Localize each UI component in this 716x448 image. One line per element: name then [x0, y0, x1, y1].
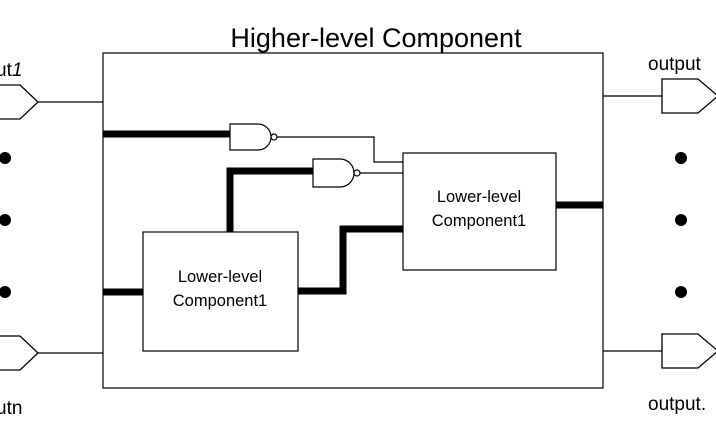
component-1-label-line2: Component1 [173, 292, 267, 310]
nand-gate-2-bubble [353, 169, 361, 177]
nand-1-output-wire [277, 136, 403, 163]
output-port-n [661, 333, 716, 369]
output-ellipsis-dot [675, 214, 687, 226]
lower-level-component-2 [402, 152, 557, 271]
bus-comp1-to-nand-2 [226, 167, 313, 232]
nand-gate-1-bubble [270, 133, 278, 141]
input-ellipsis-dot [0, 214, 11, 226]
input-port-n [0, 335, 39, 371]
input-1-label: ut1 [0, 60, 22, 81]
bus-comp1-to-comp2 [298, 225, 403, 295]
input-port-1 [0, 84, 39, 120]
diagram-title: Higher-level Component [230, 23, 522, 53]
component-1-label-line1: Lower-level [178, 268, 262, 286]
output-ellipsis-dot [675, 286, 687, 298]
input-ellipsis-dot [0, 286, 11, 298]
lower-level-component-1 [142, 231, 299, 352]
input-n-label: utn [0, 398, 22, 419]
nand-gate-2 [312, 158, 355, 188]
component-2-label-line1: Lower-level [437, 188, 521, 206]
nand-gate-1 [229, 123, 272, 151]
output-ellipsis-dot [675, 152, 687, 164]
output-port-1 [661, 78, 716, 114]
output-1-label: output [648, 54, 702, 75]
output-n-label: output. [648, 394, 706, 415]
component-2-label-line2: Component1 [432, 212, 526, 230]
input-ellipsis-dot [0, 152, 11, 164]
